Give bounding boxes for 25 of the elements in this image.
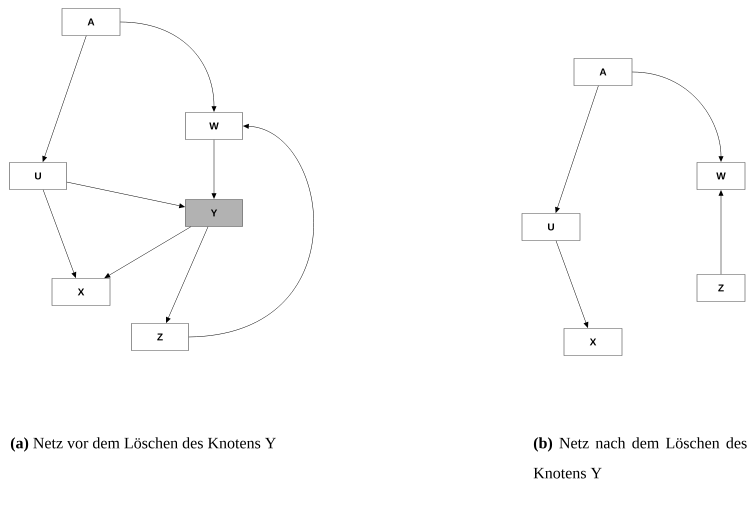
node-box: Z bbox=[696, 274, 746, 302]
arrow bbox=[188, 124, 314, 338]
arrow bbox=[120, 22, 216, 112]
node-box: X bbox=[564, 328, 622, 356]
node-box: U bbox=[9, 162, 67, 190]
arrow bbox=[66, 182, 185, 208]
node-box: W bbox=[185, 112, 243, 140]
node-box: A bbox=[574, 58, 632, 86]
caption: (b) Netz nach dem Löschen des Knotens Y bbox=[534, 437, 747, 478]
arrow bbox=[212, 140, 216, 199]
arrow bbox=[166, 226, 208, 323]
node-box: U bbox=[522, 213, 580, 241]
node-box: Z bbox=[131, 323, 189, 351]
node-box: A bbox=[62, 8, 120, 36]
node-box: Y bbox=[185, 199, 243, 227]
arrow bbox=[104, 226, 192, 278]
arrow bbox=[42, 36, 86, 162]
arrow bbox=[718, 190, 724, 274]
node-box: W bbox=[696, 162, 746, 190]
arrow bbox=[632, 72, 724, 162]
caption: (a) Netz vor dem Löschen des Knotens Y bbox=[10, 437, 276, 452]
arrow bbox=[556, 240, 588, 328]
node-box: X bbox=[52, 278, 110, 306]
arrow bbox=[555, 86, 599, 213]
arrow bbox=[42, 190, 76, 278]
